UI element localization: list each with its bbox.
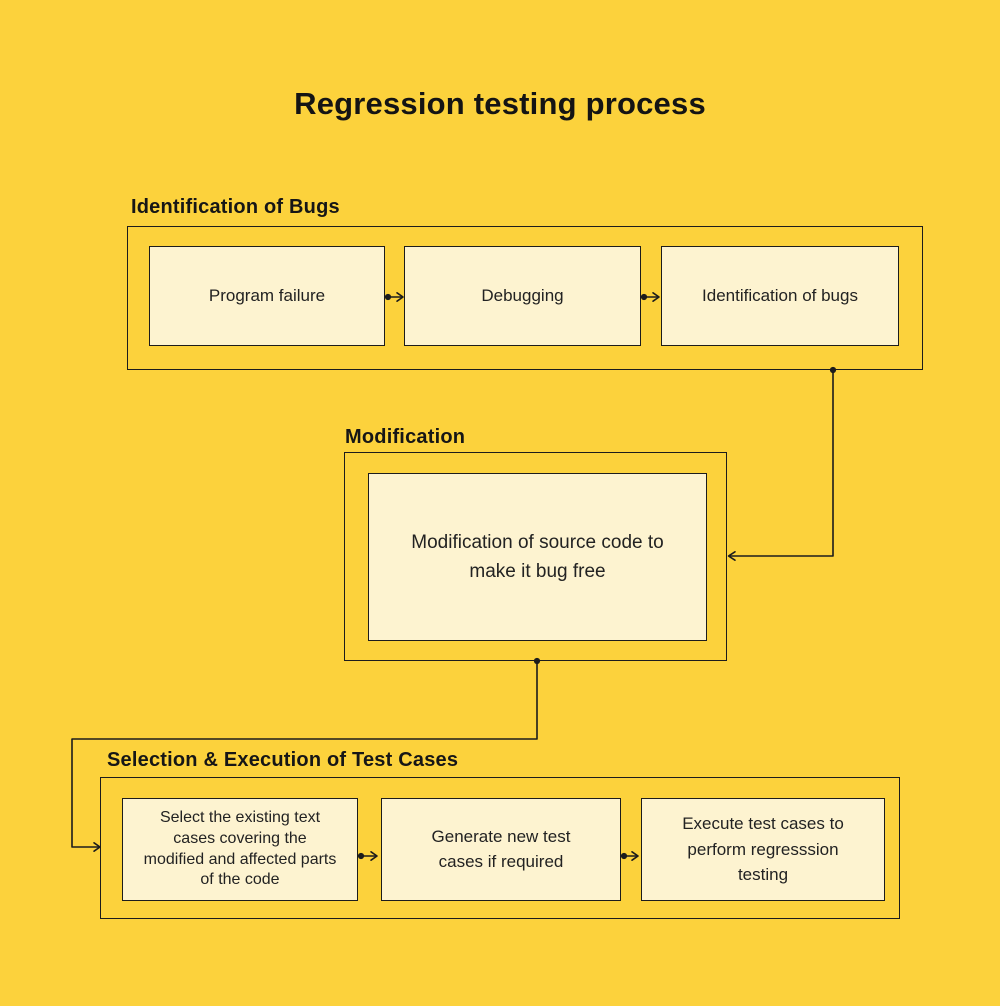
flow-box-identification-of-bugs: Identification of bugs xyxy=(661,246,899,346)
flow-box-modification-of-source-code: Modification of source code to make it b… xyxy=(368,473,707,641)
flow-box-select-existing-cases: Select the existing text cases covering … xyxy=(122,798,358,901)
section-container-identification-of-bugs xyxy=(127,226,923,370)
section-heading-identification-of-bugs: Identification of Bugs xyxy=(131,196,340,218)
flow-box-label: Execute test cases to perform regresssio… xyxy=(682,814,844,885)
page-title: Regression testing process xyxy=(294,86,706,121)
flow-box-label: Select the existing text cases covering … xyxy=(143,808,337,889)
flow-box-label: Generate new test cases if required xyxy=(431,826,571,871)
flow-box-label: Modification of source code to make it b… xyxy=(411,531,664,582)
flow-box-execute-test-cases: Execute test cases to perform regresssio… xyxy=(641,798,885,901)
connector-identification-to-modification xyxy=(727,366,837,561)
flow-box-generate-new-cases: Generate new test cases if required xyxy=(381,798,621,901)
flow-box-debugging: Debugging xyxy=(404,246,641,346)
flow-box-label: Identification of bugs xyxy=(702,286,858,306)
flow-box-label: Program failure xyxy=(208,286,326,306)
flow-box-label: Debugging xyxy=(481,286,564,306)
section-heading-selection-execution: Selection & Execution of Test Cases xyxy=(107,749,459,771)
section-heading-modification: Modification xyxy=(345,426,466,448)
flow-box-program-failure: Program failure xyxy=(149,246,385,346)
